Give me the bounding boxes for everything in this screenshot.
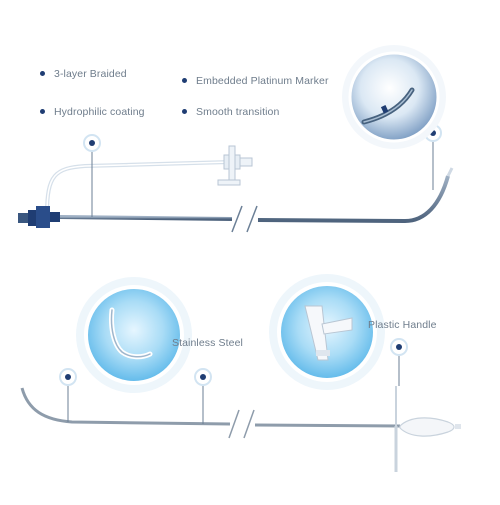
bullet-icon — [182, 108, 187, 114]
feature-hydrophilic: Hydrophilic coating — [40, 106, 145, 118]
feature-platinum-marker: Embedded Platinum Marker — [182, 75, 329, 87]
feature-braided: 3-layer Braided — [40, 68, 127, 80]
upper-tube — [45, 160, 231, 215]
plastic-handle-icon — [394, 386, 461, 472]
feature-smooth-transition: Smooth transition — [182, 106, 279, 118]
handle-magnifier — [269, 274, 385, 390]
needle-tip-magnifier — [76, 277, 192, 393]
stopcock-icon — [217, 145, 253, 186]
callout-plastic-handle: Plastic Handle — [368, 319, 437, 331]
bullet-icon — [40, 108, 45, 114]
shaft-break-icon — [228, 409, 255, 439]
bullet-icon — [40, 70, 45, 76]
tip-magnifier — [342, 45, 446, 149]
catheter-shaft — [59, 215, 233, 221]
callout-stainless-steel: Stainless Steel — [172, 337, 243, 349]
shaft-break-icon — [231, 205, 258, 233]
hub-connector-icon — [18, 206, 60, 228]
bullet-icon — [182, 77, 187, 83]
needle-shaft — [20, 387, 231, 426]
